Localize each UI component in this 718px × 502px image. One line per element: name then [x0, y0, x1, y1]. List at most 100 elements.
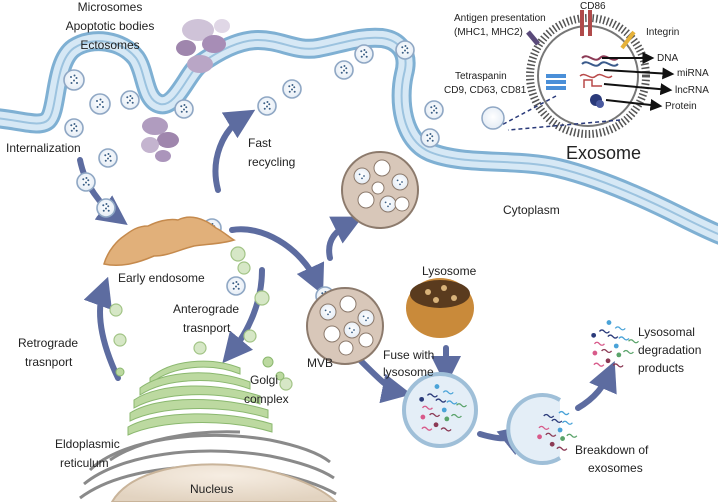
cargo-dot	[537, 434, 542, 440]
cargo-strand	[612, 363, 624, 368]
transport-vesicle	[109, 303, 123, 317]
label-er-line2: reticulum	[60, 456, 109, 470]
cargo-dot	[441, 407, 447, 413]
cargo-strand	[593, 362, 605, 367]
vesicle	[257, 96, 277, 116]
transport-vesicle	[279, 377, 293, 391]
cargo-strand	[446, 400, 458, 405]
cargo-dot	[420, 414, 426, 420]
label-degradation-line2: degradation	[638, 343, 702, 357]
early-endosome-shape	[103, 216, 236, 267]
cargo-strand	[607, 334, 619, 339]
cargo-dot	[592, 350, 598, 356]
cargo-strand	[421, 426, 433, 431]
label-internalization: Internalization	[6, 141, 81, 155]
label-lysosome: Lysosome	[422, 264, 477, 278]
label-ectosomes: Ectosomes	[80, 38, 140, 52]
cargo-dot	[613, 343, 619, 349]
label-fuse-line2: lysosome	[383, 365, 434, 379]
label-cargo-lncrna: lncRNA	[675, 85, 709, 96]
label-fast-recycling-line1: Fast	[248, 136, 272, 150]
label-anterograde-line1: Anterograde	[173, 302, 240, 316]
transport-vesicle	[237, 261, 251, 275]
label-cargo-mirna: miRNA	[677, 68, 709, 79]
label-cargo-protein: Protein	[665, 101, 697, 112]
label-golgi-line1: Golgi	[250, 373, 279, 387]
transport-vesicle	[230, 246, 246, 262]
golgi-complex-shape	[115, 356, 285, 436]
cargo-strand	[442, 390, 454, 395]
transport-vesicle	[254, 290, 270, 306]
vesicle	[424, 100, 444, 120]
vesicle	[64, 118, 84, 138]
intraluminal-vesicle	[358, 332, 374, 348]
cargo-dot	[606, 320, 612, 325]
cargo-strand	[622, 349, 634, 355]
cargo-strand	[538, 425, 550, 431]
vesicle	[282, 79, 302, 99]
cargo-strand	[556, 446, 568, 451]
vesicle	[98, 148, 118, 168]
cargo-strand	[614, 326, 626, 331]
cargo-strand	[545, 432, 557, 437]
vesicle	[174, 99, 194, 119]
label-degradation-line1: Lysosomal	[638, 325, 695, 339]
label-retrograde-line2: trasnport	[25, 355, 73, 369]
cargo-dot	[419, 396, 425, 402]
cargo-dot	[560, 436, 565, 441]
intraluminal-vesicle	[319, 303, 337, 321]
cargo-strand	[450, 413, 462, 419]
label-golgi-line2: complex	[244, 392, 289, 406]
intraluminal-vesicle	[379, 195, 397, 213]
degradation-products	[591, 320, 640, 368]
cargo-strand	[440, 427, 452, 432]
plasma-membrane	[0, 27, 718, 245]
intraluminal-vesicle	[373, 159, 391, 177]
label-tetraspanin-line2: CD9, CD63, CD81	[444, 85, 527, 96]
label-breakdown-line1: Breakdown of	[575, 443, 649, 457]
vesicle	[63, 69, 85, 91]
lysosome-shape	[406, 278, 474, 338]
cargo-strand	[551, 418, 563, 424]
vesicle	[76, 172, 96, 192]
label-integrin: Integrin	[646, 27, 680, 38]
vesicle	[96, 198, 116, 218]
label-cd86: CD86	[580, 1, 606, 12]
cargo-strand	[618, 336, 630, 341]
cargo-strand	[558, 410, 570, 416]
exosome-inset	[481, 10, 675, 138]
vesicle	[354, 44, 374, 64]
label-anterograde-line2: trasnport	[183, 321, 231, 335]
endoplasmic-reticulum-shape	[79, 430, 337, 500]
cargo-strand	[601, 348, 613, 354]
cargo-dot	[605, 358, 611, 364]
cargo-strand	[561, 420, 573, 425]
vesicle	[89, 93, 111, 115]
intraluminal-vesicle	[357, 309, 375, 327]
label-nucleus: Nucleus	[190, 482, 234, 496]
label-apoptotic-bodies: Apoptotic bodies	[65, 19, 155, 33]
intraluminal-vesicle	[343, 321, 361, 339]
microsome-blobs	[141, 19, 230, 162]
transport-vesicle	[243, 329, 257, 343]
label-cytoplasm: Cytoplasm	[503, 203, 560, 217]
intraluminal-vesicle	[338, 340, 354, 356]
label-fuse-line1: Fuse with	[383, 348, 435, 362]
cargo-dot	[549, 441, 555, 447]
pathway-arrows	[77, 109, 617, 455]
cargo-dot	[591, 332, 597, 338]
intraluminal-vesicle	[371, 181, 385, 195]
vesicle	[334, 60, 354, 80]
label-er-line1: Eldoplasmic	[55, 437, 120, 451]
nucleus-shape	[110, 463, 338, 502]
vesicle	[420, 128, 440, 148]
cargo-dot	[434, 384, 440, 389]
intraluminal-vesicle	[394, 196, 410, 212]
label-exosome-title: Exosome	[566, 143, 642, 163]
label-degradation-line3: products	[638, 361, 685, 375]
label-retrograde-line1: Retrograde	[18, 336, 79, 350]
cargo-strand	[421, 405, 433, 410]
label-cargo-dna: DNA	[657, 53, 679, 64]
cargo-dot	[616, 352, 622, 358]
